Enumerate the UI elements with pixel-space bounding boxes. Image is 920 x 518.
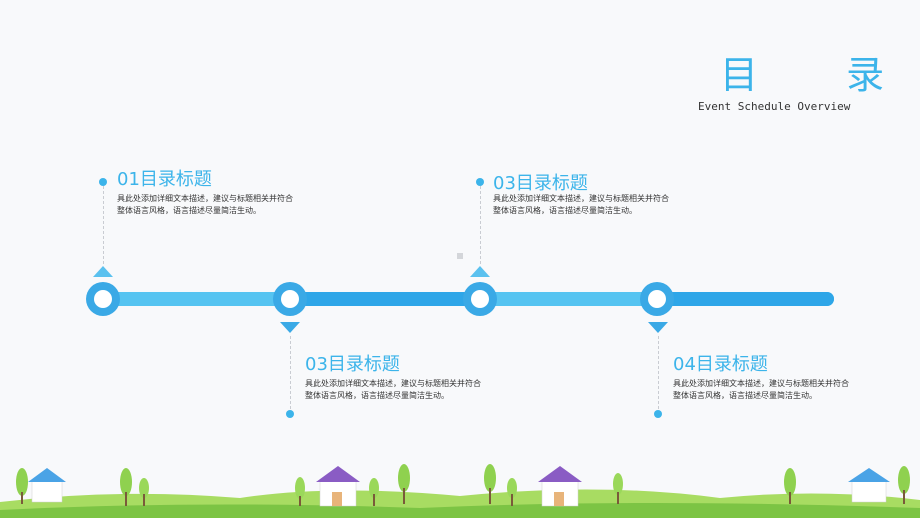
marker-dot [99, 178, 107, 186]
timeline-node-2[interactable] [273, 282, 307, 316]
item-title-1: 01目录标题 [117, 169, 212, 190]
grass-landscape [0, 464, 920, 518]
item-title-4: 04目录标题 [673, 354, 768, 375]
timeline-node-1[interactable] [86, 282, 120, 316]
timeline-node-4[interactable] [640, 282, 674, 316]
page-subtitle: Event Schedule Overview [698, 100, 851, 113]
item-title-2: 03目录标题 [305, 354, 400, 375]
decorative-square [457, 253, 463, 259]
timeline-segment [290, 292, 480, 306]
connector-line [103, 186, 104, 264]
marker-dot [654, 410, 662, 418]
tree-icon [16, 464, 910, 506]
item-desc-3: 具此处添加详细文本描述，建议与标题相关并符合整体语言风格，语言描述尽量简洁生动。 [493, 194, 669, 215]
pointer-up-icon [470, 266, 490, 277]
pointer-down-icon [280, 322, 300, 333]
marker-dot [476, 178, 484, 186]
connector-line [480, 186, 481, 264]
timeline-node-3[interactable] [463, 282, 497, 316]
marker-dot [286, 410, 294, 418]
item-desc-1: 具此处添加详细文本描述，建议与标题相关并符合整体语言风格，语言描述尽量简洁生动。 [117, 194, 293, 215]
page-title: 目 录 [720, 53, 920, 97]
connector-line [290, 336, 291, 414]
pointer-down-icon [648, 322, 668, 333]
item-title-3: 03目录标题 [493, 173, 588, 194]
item-desc-2: 具此处添加详细文本描述，建议与标题相关并符合整体语言风格，语言描述尽量简洁生动。 [305, 379, 481, 400]
timeline-segment [658, 292, 834, 306]
pointer-up-icon [93, 266, 113, 277]
connector-line [658, 336, 659, 414]
house-icon [28, 466, 890, 507]
item-desc-4: 具此处添加详细文本描述，建议与标题相关并符合整体语言风格，语言描述尽量简洁生动。 [673, 379, 849, 400]
